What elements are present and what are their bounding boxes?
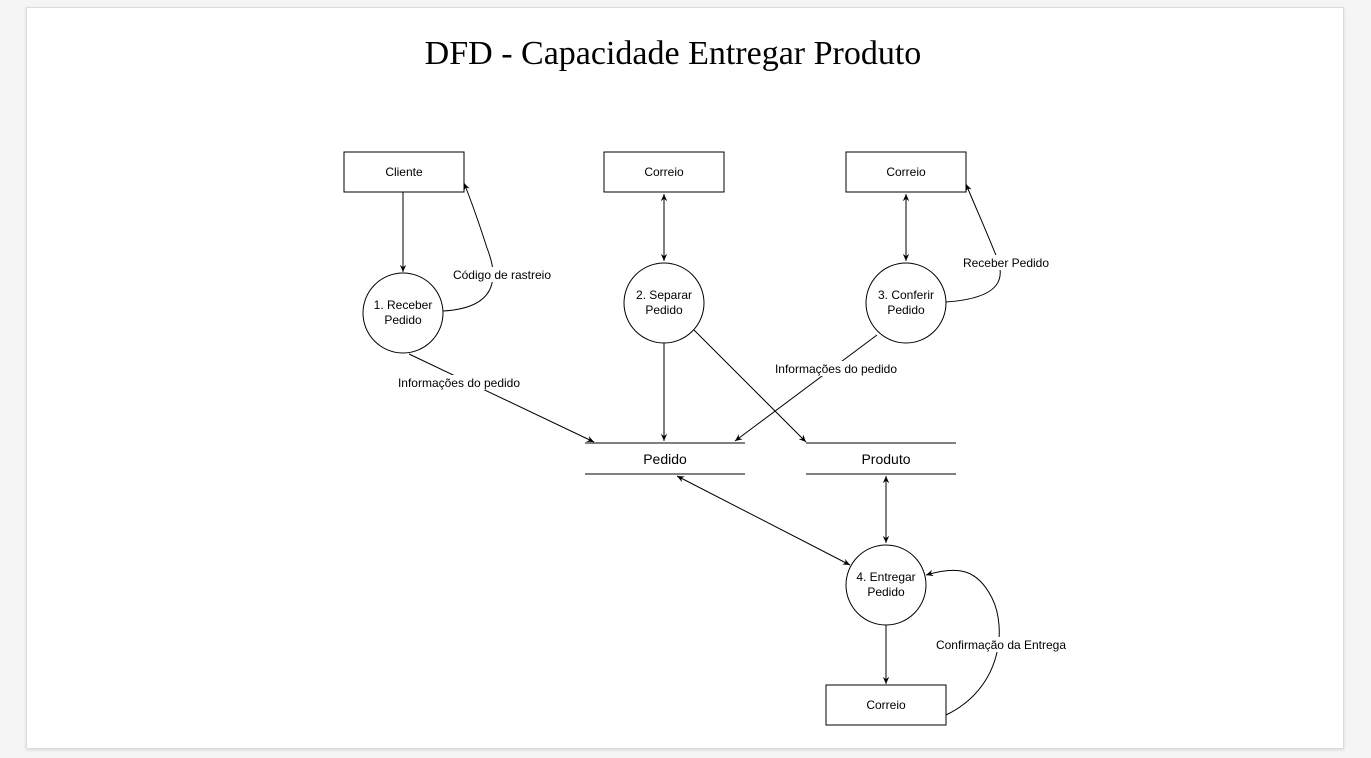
dfd-diagram: DFD - Capacidade Entregar Produto Client… [343,35,1068,726]
process-3-line-1: 3. Conferir [878,288,934,302]
process-4-line-1: 4. Entregar [856,570,915,584]
flow-p2-to-produto[interactable] [693,329,807,443]
entity-correio-2-label: Correio [886,165,926,179]
entity-cliente[interactable]: Cliente [343,151,465,193]
store-pedido[interactable]: Pedido [585,442,745,475]
store-pedido-label: Pedido [643,451,687,467]
entity-correio-3[interactable]: Correio [825,684,947,726]
process-entregar-pedido[interactable]: 4. Entregar Pedido [845,544,927,626]
entity-correio-2[interactable]: Correio [845,151,967,193]
label-bg [961,255,1051,270]
process-1-line-2: Pedido [384,313,422,327]
flow-p3-to-pedido[interactable] [734,334,878,442]
label-bg [934,637,1068,652]
process-2-line-1: 2. Separar [636,288,692,302]
process-3-line-2: Pedido [887,303,925,317]
entity-correio-1[interactable]: Correio [603,151,725,193]
label-confirmacao-entrega: Confirmação da Entrega [936,638,1066,652]
label-bg [454,267,550,282]
diagram-title: DFD - Capacidade Entregar Produto [425,35,922,72]
store-produto-label: Produto [861,451,910,467]
process-2-line-2: Pedido [645,303,683,317]
flow-p1-to-pedido[interactable] [408,353,595,443]
label-bg [773,361,899,376]
flow-confirmacao-entrega[interactable] [925,569,1000,716]
process-4-line-2: Pedido [867,585,905,599]
diagram-canvas: DFD - Capacidade Entregar Produto Client… [26,7,1344,749]
label-info-pedido-3: Informações do pedido [775,362,897,376]
process-receber-pedido[interactable]: 1. Receber Pedido [362,272,444,354]
label-bg [396,375,522,390]
process-separar-pedido[interactable]: 2. Separar Pedido [623,262,705,344]
label-receber-pedido: Receber Pedido [963,256,1049,270]
label-codigo-rastreio: Código de rastreio [453,268,551,282]
flow-receber-pedido[interactable] [945,183,1001,303]
flow-codigo-rastreio[interactable] [442,182,494,312]
process-conferir-pedido[interactable]: 3. Conferir Pedido [865,262,947,344]
label-info-pedido-1: Informações do pedido [398,376,520,390]
entity-correio-3-label: Correio [866,698,906,712]
entity-cliente-label: Cliente [385,165,423,179]
store-produto[interactable]: Produto [806,442,956,475]
flow-pedido-p4[interactable] [676,475,851,566]
entity-correio-1-label: Correio [644,165,684,179]
process-1-line-1: 1. Receber [374,298,433,312]
